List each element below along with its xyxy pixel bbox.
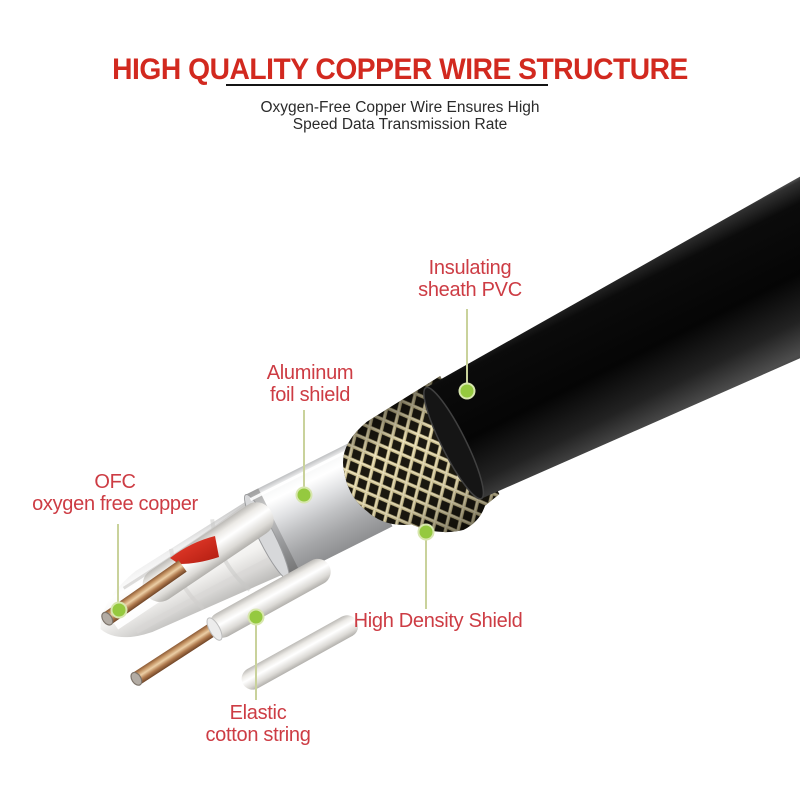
title-underline [226, 84, 548, 86]
pvc-cut-face [423, 386, 485, 500]
callout-text-line: OFC [94, 471, 136, 493]
callout-text-line: High Density Shield [353, 610, 523, 632]
part-dots [110, 382, 476, 626]
leader-lines [117, 309, 468, 700]
callout-aluminum-foil-shield: Aluminum foil shield [266, 362, 354, 406]
callout-elastic-cotton-string: Elastic cotton string [205, 702, 311, 746]
callout-ofc-oxygen-free-copper: OFC oxygen free copper [32, 471, 198, 515]
subtitle-line-1: Oxygen-Free Copper Wire Ensures High [260, 99, 540, 116]
callout-text-line: Aluminum [266, 362, 354, 384]
cotton-strand-bottom [241, 615, 359, 690]
exposed-strands [101, 502, 359, 690]
part-dot-mesh [417, 523, 435, 541]
callout-text-line: sheath PVC [418, 278, 522, 301]
cotton-tube-lower [206, 558, 331, 641]
subtitle-line-2: Speed Data Transmission Rate [292, 116, 508, 133]
foil-highlight [249, 447, 353, 501]
callout-insulating-sheath-pvc: Insulating sheath PVC [418, 257, 522, 301]
part-dot-copper [110, 601, 128, 619]
pvc-sheath [425, 129, 800, 499]
cable-body [100, 129, 800, 638]
callout-text-line: Elastic [229, 702, 287, 724]
part-dot-foil [295, 486, 313, 504]
callout-text-line: cotton string [205, 723, 311, 746]
callout-high-density-shield: High Density Shield [353, 610, 523, 633]
part-dot-pvc [458, 382, 476, 400]
red-stripe [170, 536, 219, 564]
callout-text-line: Insulating [428, 257, 512, 279]
subtitle: Oxygen-Free Copper Wire Ensures High Spe… [14, 99, 786, 133]
braid-shield-mesh [343, 376, 500, 533]
callout-text-line: oxygen free copper [32, 492, 198, 515]
callout-text-line: foil shield [269, 383, 351, 406]
page-title: HIGH QUALITY COPPER WIRE STRUCTURE [112, 53, 688, 87]
part-dot-cotton [247, 608, 265, 626]
